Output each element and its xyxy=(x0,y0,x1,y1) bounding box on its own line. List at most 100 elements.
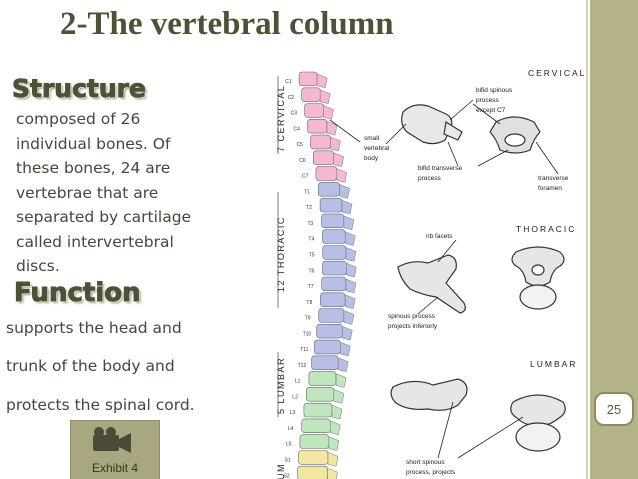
vertebra-t3 xyxy=(321,213,345,228)
function-line-2: trunk of the body and xyxy=(6,357,175,375)
vertebra-s2 xyxy=(297,465,328,479)
vertebra-t5 xyxy=(322,245,347,260)
vertebra-c6 xyxy=(312,150,334,165)
vertebra-t12 xyxy=(311,355,339,370)
vertebra-l3 xyxy=(303,402,333,418)
structure-heading: Structure xyxy=(12,74,147,104)
decor-line xyxy=(586,0,588,479)
spinous-process-t5 xyxy=(345,247,357,262)
spinous-process-s1 xyxy=(327,452,339,467)
vertebra-label-t12: T12 xyxy=(298,363,307,369)
exhibit-video-button[interactable]: Exhibit 4 xyxy=(70,420,160,479)
vertebra-t2 xyxy=(319,197,343,213)
vertebra-label-t5: T5 xyxy=(309,253,315,259)
vertebra-label-t1: T1 xyxy=(304,189,310,195)
spine-column: C1C2C3C4C5C6C7T1T2T3T4T5T6T7T8T9T10T11T1… xyxy=(284,71,357,479)
region-label-sacrum: UM xyxy=(276,463,286,479)
function-heading: Function xyxy=(14,278,142,309)
spinous-process-t2 xyxy=(341,199,353,215)
function-line-3: protects the spinal cord. xyxy=(6,396,195,414)
vertebra-t4 xyxy=(322,229,346,244)
vertebra-c5 xyxy=(310,134,331,150)
spinous-process-t1 xyxy=(339,184,350,199)
spinous-process-l3 xyxy=(331,404,343,420)
vertebra-l5 xyxy=(299,434,330,449)
lumbar-vertebra-side xyxy=(390,378,468,411)
vertebra-c3 xyxy=(304,103,324,118)
region-label-cervical: 7 CERVICAL xyxy=(276,85,286,152)
vertebra-t7 xyxy=(321,276,347,292)
thoracic-vertebra-top xyxy=(511,246,565,310)
slide-title: 2-The vertebral column xyxy=(60,6,394,42)
video-camera-icon xyxy=(93,427,131,453)
vertebra-label-c6: C6 xyxy=(299,158,306,164)
spinous-process-l1 xyxy=(335,373,347,388)
section-title-thoracic: THORACIC xyxy=(516,224,576,234)
annotation-transverse-foramen-1: transverse xyxy=(538,175,569,182)
vertebra-label-t8: T8 xyxy=(306,300,312,306)
annotation-rib-facets: rib facets xyxy=(426,233,453,240)
annotation-short-spinous-1: short spinous xyxy=(406,459,445,466)
vertebra-label-c2: C2 xyxy=(288,95,295,101)
vertebra-c2 xyxy=(301,87,321,102)
spinous-process-t4 xyxy=(344,231,356,246)
spinous-process-l2 xyxy=(333,389,345,404)
vertebra-label-t2: T2 xyxy=(306,205,312,211)
annotations: bifid spinous process except C7 small ve… xyxy=(364,87,569,476)
spinous-process-l5 xyxy=(328,436,340,451)
spinous-process-t10 xyxy=(342,325,353,341)
annotation-bifid-transverse-2: process xyxy=(418,175,442,182)
leader-lines xyxy=(329,99,559,459)
cervical-vertebra-top xyxy=(489,116,541,154)
spinous-process-t3 xyxy=(343,215,355,231)
vertebra-c1 xyxy=(298,71,318,87)
spinous-process-c6 xyxy=(333,152,344,167)
vertebra-t11 xyxy=(313,339,341,355)
vertebra-label-c5: C5 xyxy=(297,142,304,148)
vertebra-label-t11: T11 xyxy=(300,347,308,353)
spinous-process-t12 xyxy=(337,357,349,372)
vertebra-label-l5: L5 xyxy=(286,442,292,448)
spinous-process-c3 xyxy=(323,105,334,120)
spinous-process-s2 xyxy=(327,467,338,479)
vertebra-label-c1: C1 xyxy=(285,79,292,85)
vertebra-label-l2: L2 xyxy=(292,394,298,400)
vertebra-t1 xyxy=(317,182,340,197)
annotation-bifid-spinous-2: process xyxy=(476,97,500,104)
vertebra-label-s1: S1 xyxy=(285,458,291,464)
vertebra-label-t4: T4 xyxy=(308,237,314,243)
annotation-short-spinous-2: process, projects xyxy=(406,469,456,476)
annotation-small-body-1: small xyxy=(364,135,380,142)
spinous-process-c2 xyxy=(319,89,331,104)
vertebra-label-l1: L1 xyxy=(295,379,301,385)
vertebral-column-figure: 7 CERVICAL 12 THORACIC 5 LUMBAR UM C1C2C… xyxy=(276,68,584,479)
vertebra-c4 xyxy=(307,118,328,134)
vertebra-l1 xyxy=(308,371,337,386)
vertebra-label-c3: C3 xyxy=(291,111,298,117)
function-line-1: supports the head and xyxy=(6,319,182,337)
vertebra-label-c7: C7 xyxy=(302,174,309,180)
vertebra-label-l4: L4 xyxy=(288,426,294,432)
spinous-process-t11 xyxy=(340,341,351,357)
page-number: 25 xyxy=(594,392,634,426)
structure-text: composed of 26 individual bones. Of thes… xyxy=(16,110,192,275)
annotation-small-body-3: body xyxy=(364,155,379,162)
cervical-vertebra-side xyxy=(401,104,463,145)
spinous-process-c7 xyxy=(336,168,348,183)
vertebra-label-t9: T9 xyxy=(305,316,311,322)
spinous-process-t8 xyxy=(344,294,356,309)
vertebra-label-t3: T3 xyxy=(308,221,314,227)
spinous-process-t7 xyxy=(345,278,357,294)
vertebra-label-t10: T10 xyxy=(303,331,312,337)
annotation-bifid-spinous-1: bifid spinous xyxy=(476,87,513,94)
annotation-bifid-spinous-3: except C7 xyxy=(476,107,506,114)
annotation-spinous-inferior-2: projects inferiorly xyxy=(388,323,438,330)
annotation-spinous-inferior-1: spinous process xyxy=(388,313,436,320)
lumbar-vertebra-top xyxy=(510,394,566,452)
spinous-process-l4 xyxy=(330,420,341,436)
annotation-small-body-2: vertebral xyxy=(364,145,390,152)
vertebra-label-t7: T7 xyxy=(308,284,314,290)
spinous-process-c1 xyxy=(316,73,328,89)
vertebra-label-c4: C4 xyxy=(294,126,301,132)
